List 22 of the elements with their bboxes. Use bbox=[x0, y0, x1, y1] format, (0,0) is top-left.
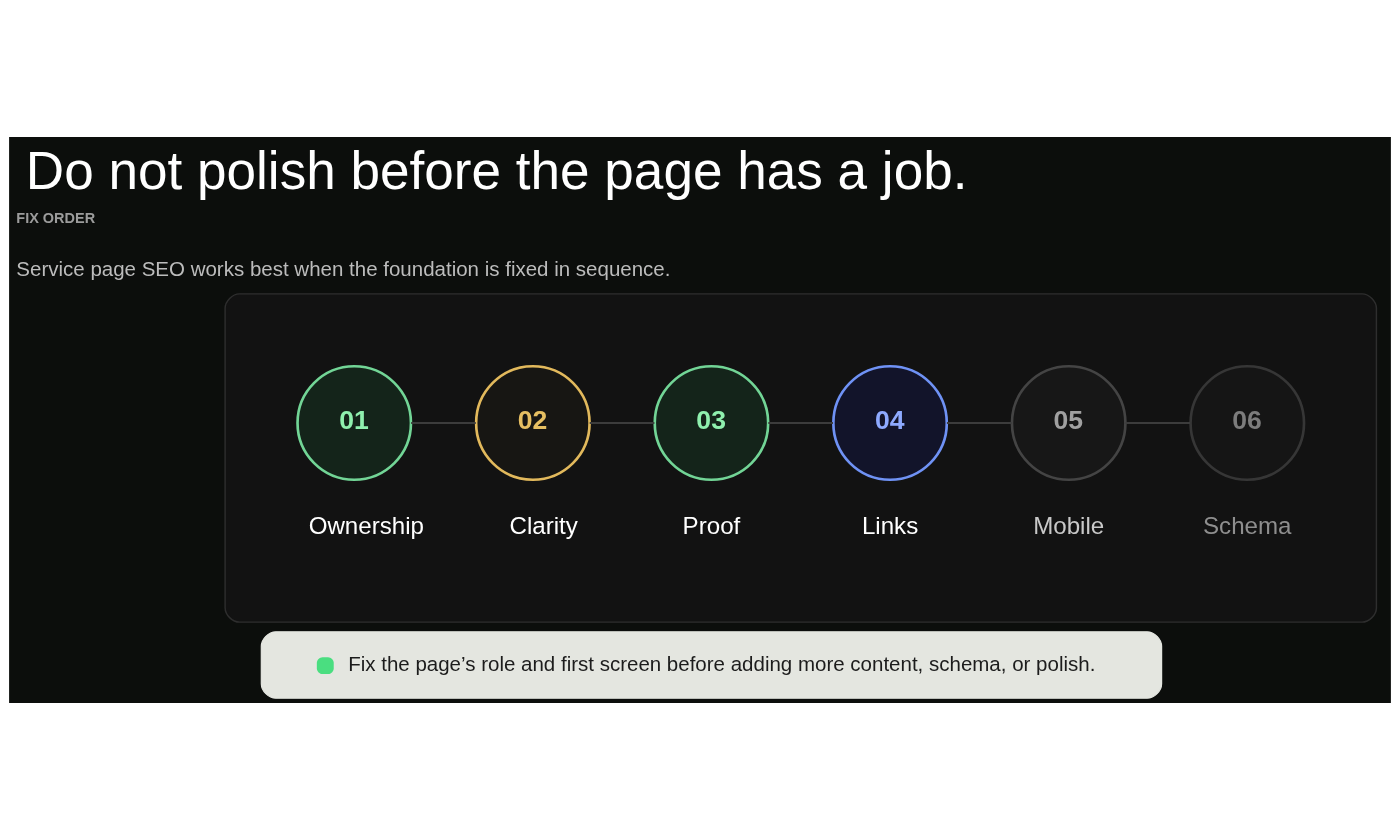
connector bbox=[410, 422, 477, 424]
node-box: Fix the page’s role and first screen before adding more content, schema, or polish. bbox=[260, 631, 1163, 699]
node-label: Schema bbox=[1203, 512, 1292, 540]
node-label: Proof bbox=[682, 512, 741, 540]
node-circle: 03 bbox=[653, 364, 770, 482]
node-label: Ownership bbox=[308, 512, 424, 540]
node-circle: 04 bbox=[832, 364, 949, 482]
connector bbox=[767, 422, 834, 424]
connector bbox=[1124, 422, 1192, 424]
node-label: Links bbox=[861, 512, 919, 540]
node-circle: 05 bbox=[1010, 364, 1127, 482]
connector bbox=[945, 422, 1013, 424]
node-circle: 06 bbox=[1189, 364, 1306, 482]
connector bbox=[588, 422, 656, 424]
label: FIX ORDER bbox=[16, 209, 96, 226]
node-label: Clarity bbox=[509, 512, 578, 540]
node-label: Mobile bbox=[1033, 512, 1105, 540]
diagram-title: Do not polish before the page has a job. bbox=[25, 141, 968, 201]
cluster bbox=[224, 293, 1378, 623]
node-circle: 02 bbox=[474, 364, 591, 482]
node-circle: 01 bbox=[296, 364, 413, 482]
label: Service page SEO works best when the foundation is fixed in sequence. bbox=[16, 256, 671, 280]
